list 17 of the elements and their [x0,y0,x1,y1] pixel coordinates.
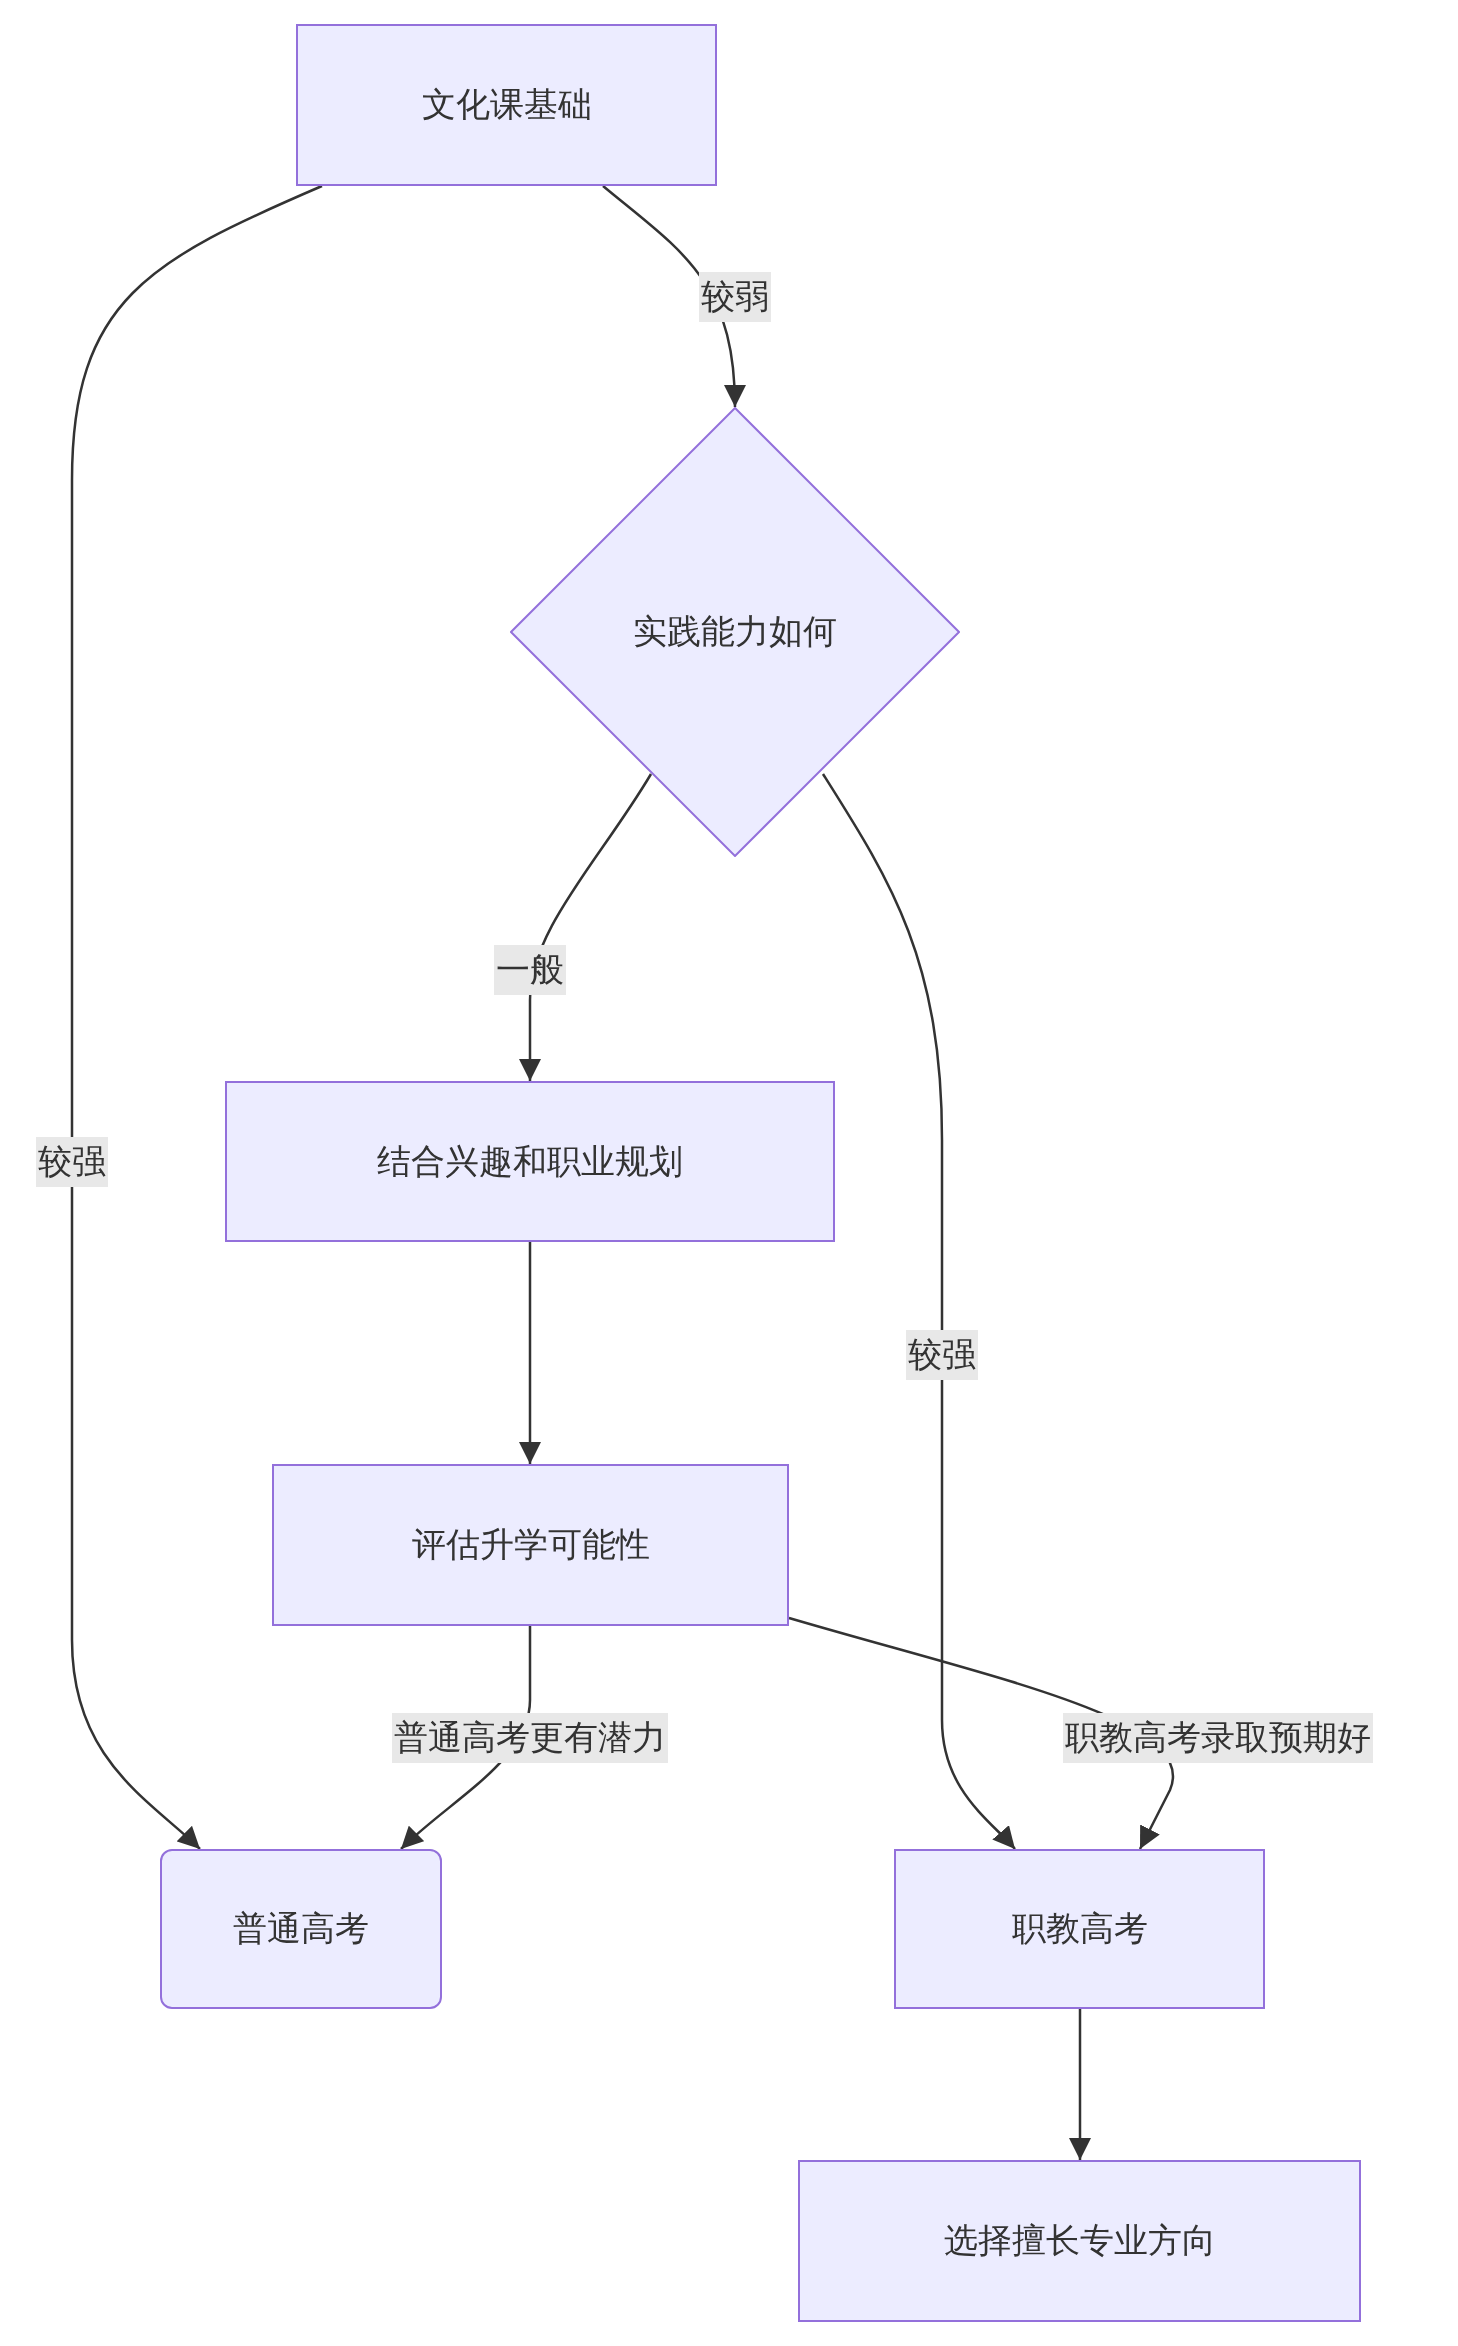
process-box: 职教高考 [894,1849,1265,2009]
arrow [519,1242,541,1464]
arrow [70,184,323,1850]
process-box: 文化课基础 [296,24,717,186]
arrow [1069,2009,1091,2160]
process-box: 选择擅长专业方向 [798,2160,1361,2322]
decision-diamond: 实践能力如何 [510,407,960,857]
edge-label: 较强 [906,1330,978,1380]
terminal-box: 普通高考 [160,1849,442,2009]
edge-label: 职教高考录取预期好 [1063,1713,1373,1763]
edge-label: 普通高考更有潜力 [392,1713,668,1763]
process-box: 评估升学可能性 [272,1464,789,1626]
edge-label: 较强 [36,1137,108,1187]
edge-label: 较弱 [699,272,771,322]
arrow [821,773,1016,1850]
process-box: 结合兴趣和职业规划 [225,1081,835,1242]
edge-label: 一般 [494,945,566,995]
